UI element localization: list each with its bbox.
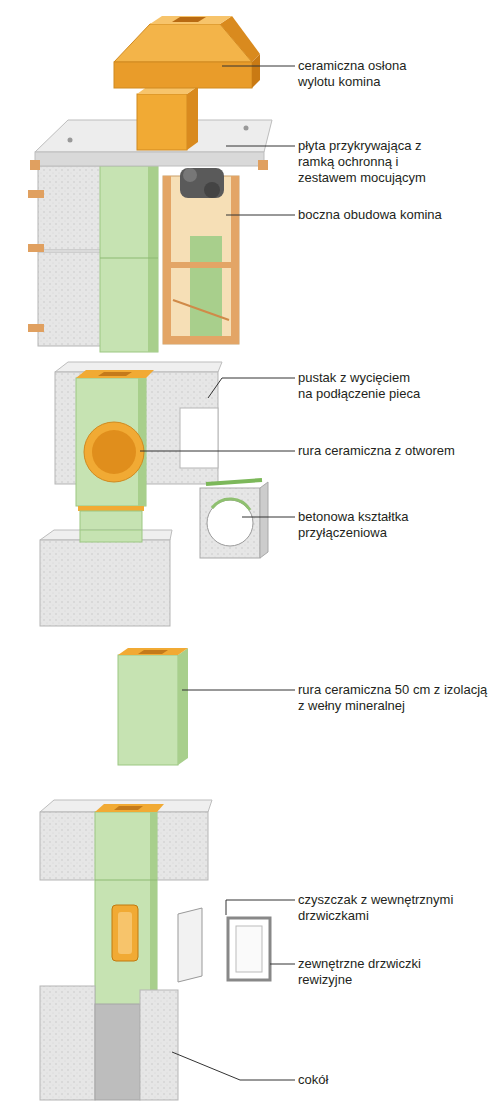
part-label: rura ceramiczna z otworem xyxy=(298,443,488,459)
wood-frame xyxy=(171,336,231,344)
green-pipe xyxy=(100,166,158,352)
cap-hole xyxy=(172,17,206,22)
green-pipe-side xyxy=(148,166,158,352)
cover-plate-front xyxy=(35,152,264,166)
green-pipe xyxy=(76,378,146,506)
leader-line xyxy=(222,66,295,67)
wood-frame xyxy=(171,262,231,268)
inner-door xyxy=(178,908,202,982)
pipe-top xyxy=(95,804,164,812)
cleanout-door xyxy=(112,905,138,961)
connector-piece xyxy=(200,488,260,558)
part-label: zewnętrzne drzwiczki rewizyjne xyxy=(298,956,428,988)
insulation-lump xyxy=(183,168,197,182)
leader-line xyxy=(226,146,295,147)
connector-seal xyxy=(206,480,262,484)
flue-top xyxy=(137,94,187,150)
block-left xyxy=(38,166,102,250)
insulation-lump xyxy=(204,182,220,198)
leader-line xyxy=(270,964,295,965)
block-cutout xyxy=(180,408,218,468)
base-right xyxy=(140,990,178,1100)
part-label: ceramiczna osłona wylotu komina xyxy=(298,58,438,90)
bracket xyxy=(258,160,268,170)
part-label: cokół xyxy=(298,1072,448,1088)
flue-top-side xyxy=(187,86,198,150)
pipe-hole xyxy=(98,372,132,376)
cleanout-door-inner xyxy=(118,912,132,954)
green-pipe xyxy=(95,812,157,1007)
cap-top xyxy=(150,16,232,24)
leader-line xyxy=(226,215,295,216)
leader-line xyxy=(208,378,295,398)
base-left xyxy=(40,986,95,1100)
green-pipe xyxy=(80,530,142,542)
insulation-top xyxy=(180,168,224,198)
part-label: betonowa kształtka przyłączeniowa xyxy=(298,509,413,541)
leader-line xyxy=(242,517,295,518)
bolt xyxy=(68,138,73,143)
bracket xyxy=(30,160,40,170)
part-label: rura ceramiczna 50 cm z izolacją z wełny… xyxy=(298,682,488,714)
lower-block xyxy=(40,540,170,626)
pipe-joint xyxy=(78,506,144,511)
leader-lines xyxy=(140,66,295,1080)
part-label: boczna obudowa komina xyxy=(298,207,488,223)
bracket xyxy=(28,324,44,332)
wood-brace xyxy=(173,300,229,320)
wood-frame xyxy=(231,176,239,344)
outer-door-inner xyxy=(236,926,262,972)
pipe-opening-inner xyxy=(92,430,136,474)
block-top xyxy=(40,800,212,812)
green-pipe-side xyxy=(178,648,188,765)
connector-side xyxy=(260,482,268,558)
part-label: płyta przykrywająca z ramką ochronną i z… xyxy=(298,138,436,186)
bracket xyxy=(28,244,44,252)
base-core xyxy=(95,1004,140,1100)
casing-inner xyxy=(190,236,222,340)
connector-ring xyxy=(212,499,250,510)
pipe-top xyxy=(76,370,154,378)
bracket xyxy=(28,190,44,198)
pipe-joint xyxy=(95,880,157,881)
cap-band-side xyxy=(252,54,260,88)
pipe-top xyxy=(118,648,188,655)
pipe-hole xyxy=(114,806,143,810)
pipe-opening xyxy=(84,422,144,482)
block-left xyxy=(38,252,102,346)
outer-door xyxy=(228,918,270,980)
leader-line xyxy=(182,690,295,691)
pipe-hole xyxy=(138,650,168,654)
bolt xyxy=(244,126,249,131)
green-pipe-side xyxy=(150,812,157,1007)
wood-frame xyxy=(163,176,171,344)
leader-line xyxy=(140,451,295,452)
part-label: pustak z wycięciem na podłączenie pieca xyxy=(298,370,423,402)
green-pipe xyxy=(118,655,178,765)
part-label: czyszczak z wewnętrznymi drzwiczkami xyxy=(298,892,458,924)
cap-side xyxy=(220,16,260,62)
side-casing xyxy=(163,176,239,344)
leader-line xyxy=(226,900,295,915)
pipe-joint xyxy=(100,258,158,259)
leader-line xyxy=(172,1052,295,1080)
